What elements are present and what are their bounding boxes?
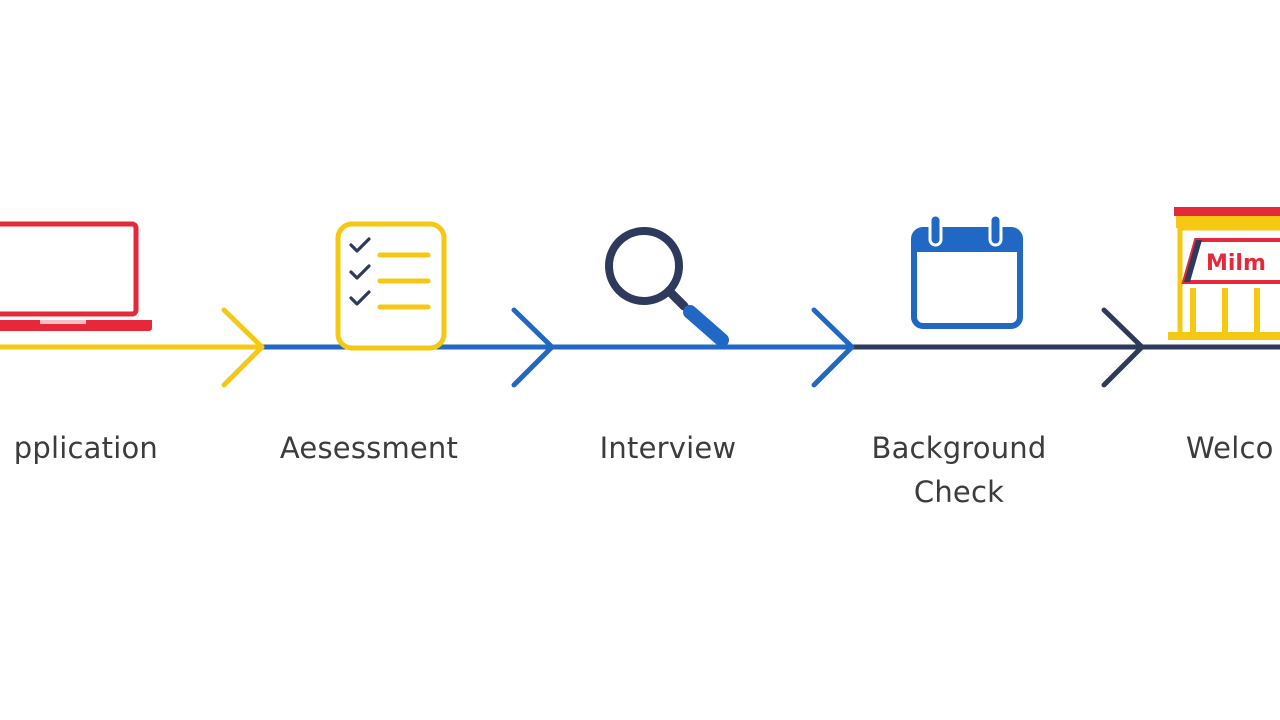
store-sign-text: Milm (1206, 251, 1266, 276)
step-label-welcome: Welco (1186, 431, 1274, 465)
checklist-icon (335, 221, 447, 351)
arrow-chevron-1 (221, 307, 265, 388)
arrow-chevron-4 (1101, 307, 1145, 388)
step-label-interview: Interview (599, 431, 737, 465)
step-label-assessment: Aesessment (279, 431, 459, 465)
arrow-chevron-2 (511, 307, 555, 388)
step-label-background-check: Background Check (871, 431, 1047, 509)
calendar-icon (911, 213, 1023, 329)
laptop-icon (0, 221, 152, 331)
step-label-application: pplication (13, 431, 158, 465)
magnifier-icon (605, 227, 729, 347)
storefront-icon: Milm (1168, 207, 1280, 340)
arrow-chevron-3 (811, 307, 855, 388)
